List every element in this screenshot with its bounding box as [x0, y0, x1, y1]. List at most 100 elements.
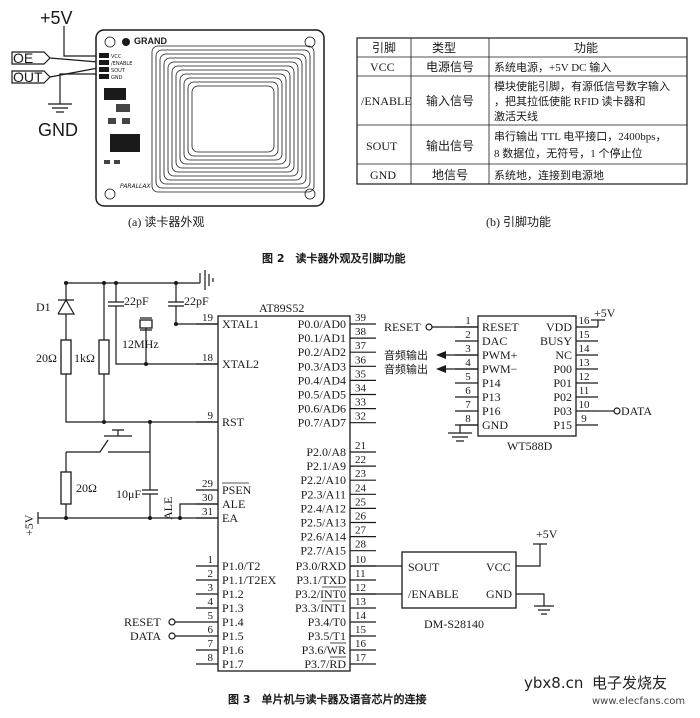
figure2-title: 图 2 读卡器外观及引脚功能 — [262, 251, 405, 265]
oe-label: OE — [13, 50, 33, 66]
r2-label: 1kΩ — [74, 351, 95, 365]
top-ground-symbol — [199, 270, 214, 290]
mcu-pin-label: XTAL1 — [222, 317, 259, 331]
mcu-name: AT89S52 — [259, 301, 304, 315]
reset-mcu-terminal — [168, 618, 176, 626]
cell-pin: SOUT — [366, 139, 398, 153]
r3-label: 20Ω — [76, 481, 97, 495]
dm-gnd-wire — [516, 593, 545, 606]
cell-func: 系统地，连接到电源地 — [494, 168, 604, 182]
mcu-pin-label: P3.1/TXD — [296, 573, 346, 587]
dm-vcc-wire — [516, 544, 541, 567]
mcu-pin-number: 1 — [208, 554, 214, 566]
pin-label-sout: SOUT — [111, 68, 126, 74]
gnd-wire — [59, 73, 98, 104]
mcu-pin-label: XTAL2 — [222, 357, 259, 371]
mcu-pin-number: 35 — [355, 368, 367, 380]
audio-out2-label: 音频输出 — [384, 362, 428, 376]
cap-22pf-2 — [168, 283, 218, 325]
mcu-pin-label: P1.2 — [222, 587, 244, 601]
mcu-pin-label: P2.2/A10 — [300, 473, 346, 487]
mcu-pin-label: P2.5/A13 — [300, 516, 346, 530]
mcu-pin-label: P0.7/AD7 — [298, 416, 346, 430]
out-label: OUT — [13, 69, 43, 85]
d1-label: D1 — [36, 300, 51, 314]
mcu-pin-label: P0.6/AD6 — [298, 402, 346, 416]
wt-pin-number: 5 — [465, 371, 471, 383]
wt-pin-number: 4 — [465, 357, 471, 369]
board-maker: PARALLAX — [120, 183, 151, 190]
mcu-pin-number: 28 — [355, 539, 367, 551]
mcu-pin-label: P3.6/WR — [302, 643, 346, 657]
module-ground-symbol — [48, 103, 72, 113]
wt-pin-number: 13 — [579, 357, 591, 369]
wt588d-chip — [477, 315, 577, 437]
wt588d-name: WT588D — [507, 439, 553, 453]
watermark-brand: 电子发烧友 — [592, 674, 667, 692]
audio-arrow — [436, 351, 446, 359]
mcu-pin-number: 18 — [202, 352, 214, 364]
dm-plus5v-label: +5V — [536, 527, 558, 541]
audio-out1-label: 音频输出 — [384, 348, 428, 362]
mcu-pin-number: 38 — [355, 326, 367, 338]
th-pin: 引脚 — [372, 40, 396, 55]
mcu-pin-label: P1.7 — [222, 657, 244, 671]
reset-wt-terminal — [425, 323, 433, 331]
coil-turn — [167, 61, 299, 177]
module-plus5v-label: +5V — [40, 8, 73, 28]
diode-d1 — [57, 298, 76, 315]
mcu-pin-label: P3.0/RXD — [296, 559, 347, 573]
wt-pin-label: P03 — [553, 404, 572, 418]
caption-b: (b) 引脚功能 — [486, 214, 551, 229]
wt-pin-number: 14 — [579, 343, 591, 355]
wt-plus5v-label: +5V — [594, 306, 616, 320]
mcu-pin-number: 26 — [355, 511, 367, 523]
mcu-pin-number: 16 — [355, 638, 367, 650]
coil-turn — [191, 85, 275, 153]
dm-name: DM-S28140 — [424, 617, 484, 631]
mcu-pin-label: EA — [222, 511, 238, 525]
wt-pin-number: 16 — [579, 315, 591, 327]
board-chip — [104, 88, 126, 100]
mcu-pin-number: 2 — [208, 568, 214, 580]
cell-type: 输出信号 — [426, 138, 474, 153]
cell-type: 电源信号 — [426, 60, 474, 74]
wt-pin-label: RESET — [482, 320, 519, 334]
mcu-pin-number: 37 — [355, 340, 367, 352]
reset-wt-label: RESET — [384, 320, 421, 334]
wt-pin-number: 11 — [579, 385, 590, 397]
cap-22pf-1 — [108, 283, 218, 365]
mcu-pin-label: P3.3/INT1 — [295, 601, 346, 615]
pin-label-gnd: GND — [111, 75, 123, 81]
wt-pin-number: 15 — [579, 329, 591, 341]
mcu-pin-number: 30 — [202, 492, 214, 504]
mcu-pin-label: P2.0/A8 — [306, 445, 346, 459]
rst-wire — [65, 374, 218, 423]
figure3-title: 图 3 单片机与读卡器及语音芯片的连接 — [228, 692, 426, 706]
cell-func: 激活天线 — [494, 109, 538, 123]
data-wt-label: DATA — [621, 404, 652, 418]
cell-pin: VCC — [370, 60, 395, 74]
cell-func: 8 数据位，无符号，1 个停止位 — [494, 146, 643, 160]
xtal-label: 12MHz — [122, 337, 159, 351]
wt-pin-label: GND — [482, 418, 508, 432]
cell-func: 模块使能引脚，有源低信号数字输入 — [494, 79, 670, 93]
mcu-right-pins: 39P0.0/AD038P0.1/AD137P0.2/AD236P0.3/AD3… — [295, 312, 376, 671]
coil-turn — [151, 45, 315, 193]
coil-turn — [159, 53, 307, 185]
mcu-pin-number: 32 — [355, 411, 366, 423]
mcu-pin-label: P3.2/INT0 — [295, 587, 346, 601]
ale-wire — [179, 503, 218, 518]
mcu-pin-label: P0.1/AD1 — [298, 331, 346, 345]
board-component — [108, 118, 116, 124]
mcu-pin-number: 9 — [208, 410, 214, 422]
mcu-pin-number: 4 — [208, 596, 214, 608]
wt-pin-label: P02 — [553, 390, 572, 404]
logo-mark — [122, 38, 130, 46]
mcu-pin-label: P3.7/RD — [304, 657, 346, 671]
sout-wire — [49, 67, 99, 78]
reset-mcu-label: RESET — [124, 615, 161, 629]
enable-wire — [49, 57, 99, 63]
coil-turn — [155, 49, 311, 189]
